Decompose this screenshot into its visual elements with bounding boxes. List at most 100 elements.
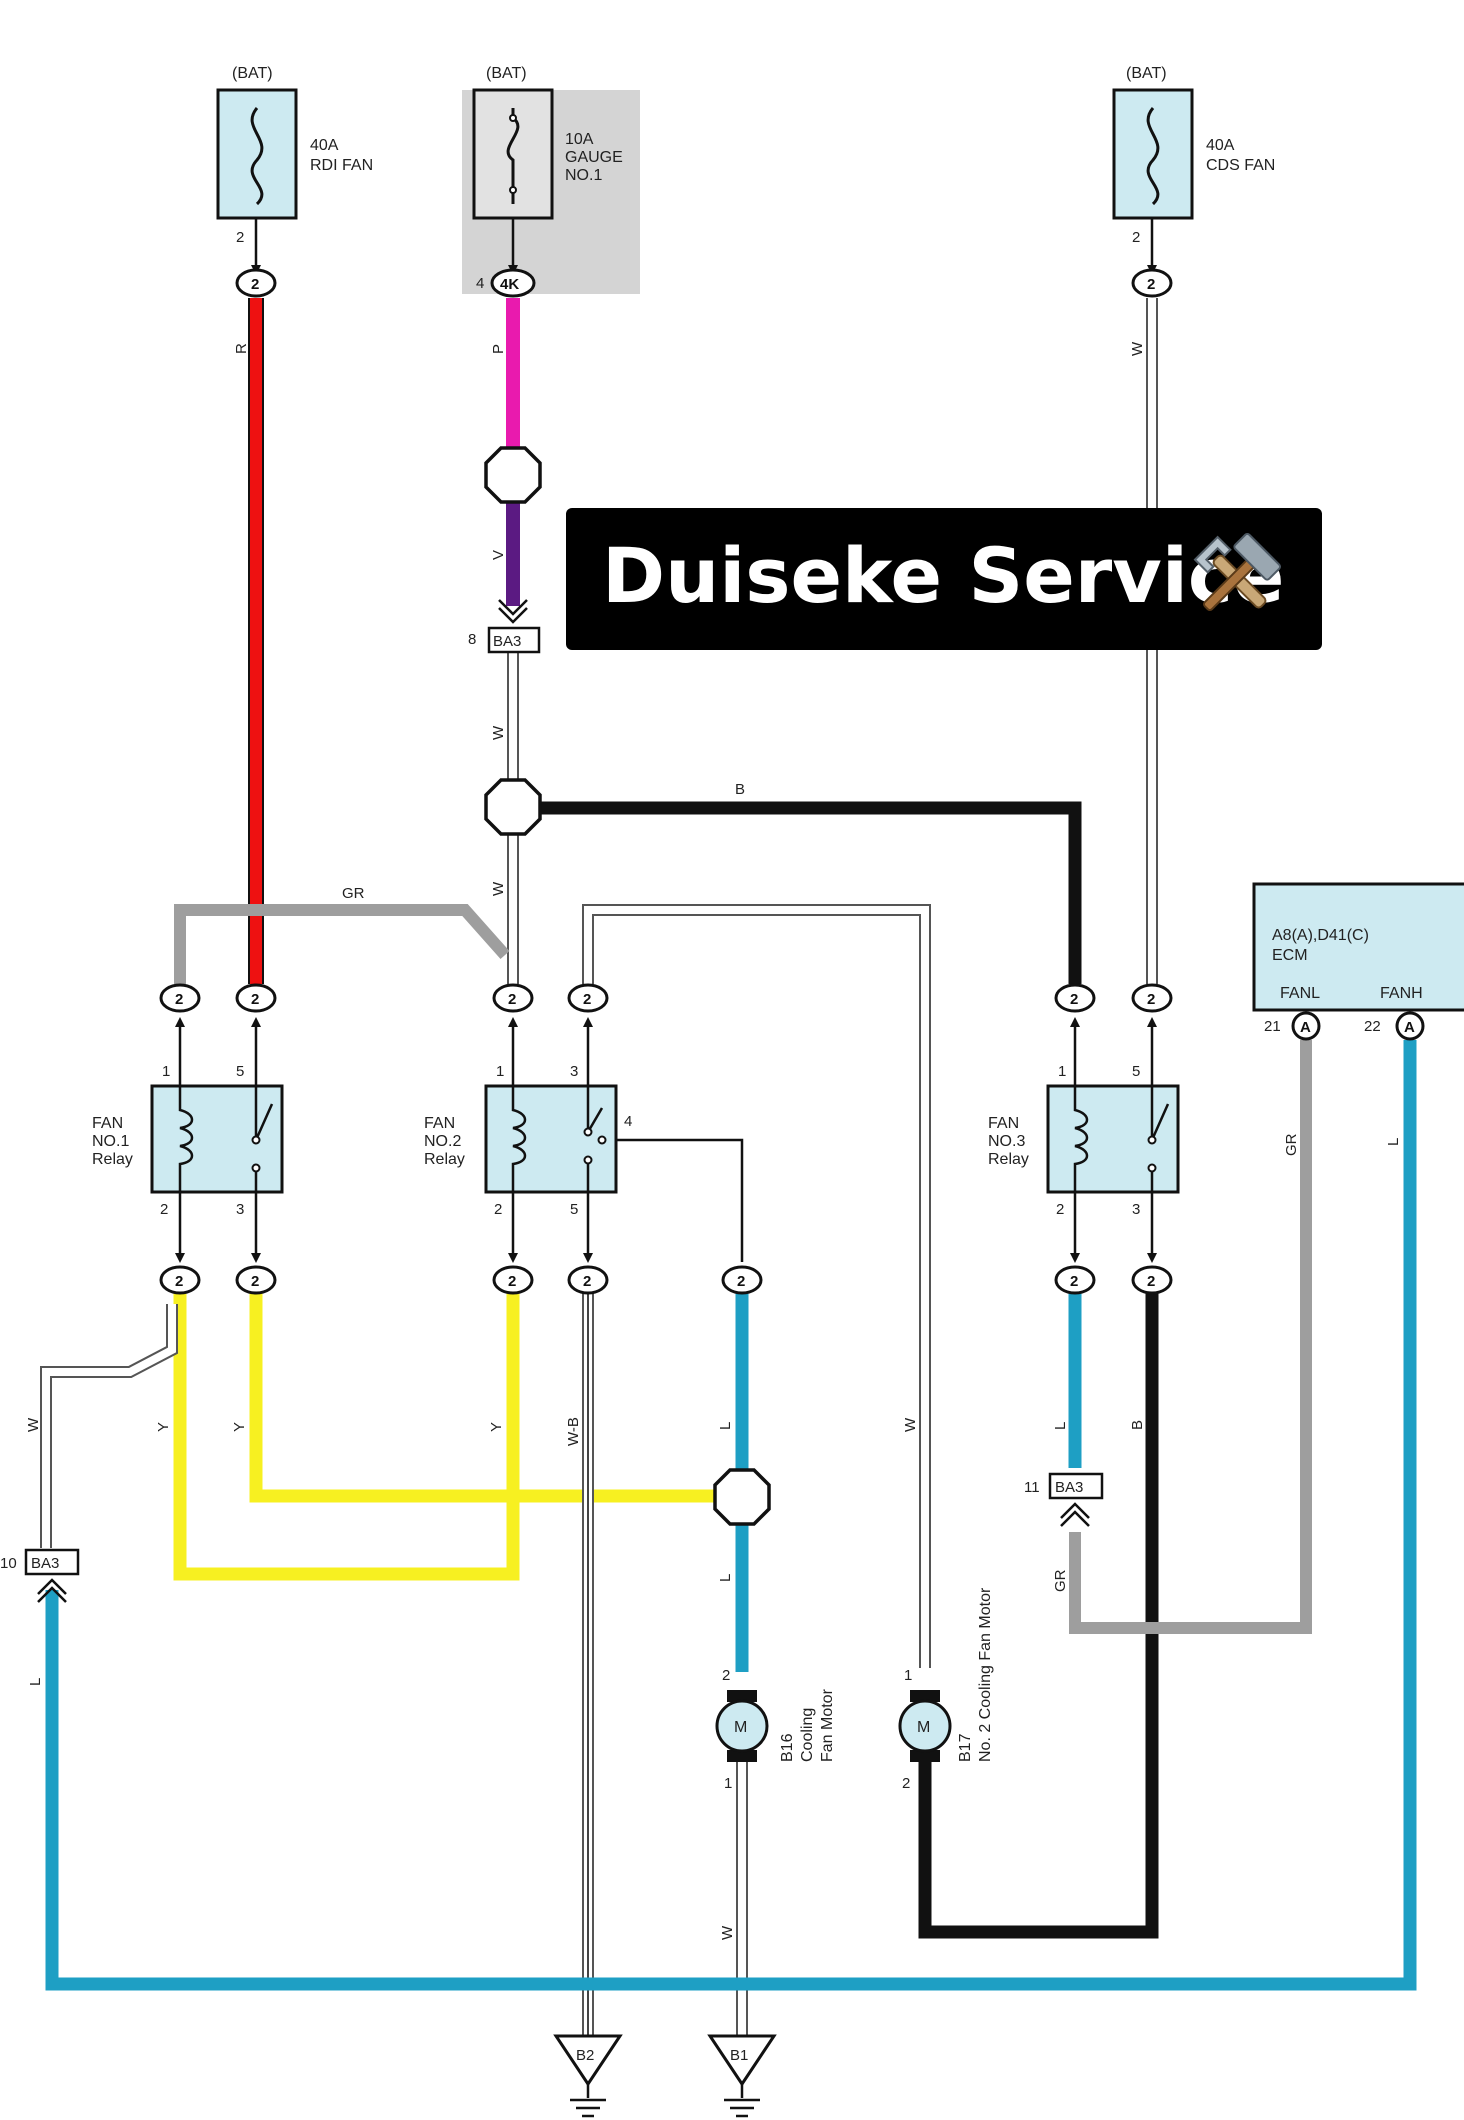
relay2-label-line2: NO.2 [424,1133,461,1150]
wire-label-w: W [902,1417,919,1432]
b16-cooling-fan-motor: M 2 1 B16 Cooling Fan Motor [715,1667,836,1792]
b16-label-line1: Cooling [799,1708,816,1762]
relay1-label-line1: FAN [92,1115,123,1132]
fuse-rdi-fan: (BAT) 40A RDI FAN 2 [216,65,373,275]
fuse-rdi-name: RDI FAN [310,157,373,174]
b17-no2-cooling-fan-motor: M 1 2 B17 No. 2 Cooling Fan Motor [898,1587,994,1792]
svg-text:2: 2 [1147,1273,1155,1290]
svg-text:5: 5 [570,1201,578,1218]
wire-label-v: V [490,550,507,560]
svg-text:2: 2 [251,276,259,293]
fuse-gauge-name-line2: NO.1 [565,167,602,184]
fan-no2-relay: FAN NO.2 Relay 1 3 2 5 4 [424,1063,632,1218]
connector-oval: 2 [159,983,201,1013]
wire-label-gr: GR [1283,1133,1300,1156]
svg-text:A: A [1300,1019,1311,1036]
fan-no3-relay: FAN NO.3 Relay 1 5 2 3 [988,1063,1180,1218]
relay2-label-line3: Relay [424,1151,465,1168]
wire-label-y: Y [155,1422,172,1432]
wire-label-b: B [735,781,745,798]
fan-no1-relay: FAN NO.1 Relay 1 5 2 3 [92,1063,284,1218]
fuse-gauge-name-line1: GAUGE [565,149,623,166]
svg-text:2: 2 [175,1273,183,1290]
svg-text:11: 11 [1024,1479,1040,1496]
relay2-label-line1: FAN [424,1115,455,1132]
fuse-gauge-source: (BAT) [486,65,527,82]
svg-text:M: M [734,1719,747,1736]
relay-top-arrows [175,1017,1157,1086]
ba3-connector-8: BA3 8 [468,599,541,654]
fuse-rdi-pin: 2 [236,229,244,246]
ground-b1: B1 [707,2034,777,2118]
connector-oval: 2 [1131,983,1173,1013]
b16-label-line2: Fan Motor [819,1688,836,1762]
connector-oval: 2 [1054,983,1096,1013]
wire-label-y: Y [231,1422,248,1432]
connector-oval: 2 [492,1265,534,1295]
ecm-box: A8(A),D41(C) ECM FANL FANH A A 21 22 [1252,882,1464,1041]
wire-label-w: W [25,1417,42,1432]
wire-label-r: R [233,343,250,354]
banner-text: Duiseke Service [602,531,1285,620]
wire-white-w-left [40,1304,178,1548]
connector-oval: 2 [159,1265,201,1295]
fuse-cds-fan: (BAT) 40A CDS FAN 2 [1112,65,1275,275]
ground-b2: B2 [553,2034,623,2118]
relay1-label-line3: Relay [92,1151,133,1168]
connector-oval: 2 [235,268,277,298]
svg-text:1: 1 [1058,1063,1066,1080]
svg-text:A: A [1404,1019,1415,1036]
watermark-banner: Duiseke Service [566,508,1322,650]
splice-pv [484,446,542,504]
svg-text:M: M [917,1719,930,1736]
wire-label-gr: GR [1052,1569,1069,1592]
svg-text:2: 2 [160,1201,168,1218]
svg-text:3: 3 [570,1063,578,1080]
wire-label-l: L [27,1678,44,1686]
ecm-fanl-label: FANL [1280,985,1320,1002]
svg-text:B2: B2 [576,2047,594,2064]
connector-oval: 2 [492,983,534,1013]
ecm-line1: A8(A),D41(C) [1272,927,1369,944]
svg-text:4K: 4K [500,276,519,293]
connector-oval: 2 [235,1265,277,1295]
wire-label-gr: GR [342,885,365,902]
ba3-connector-11: BA3 11 [1024,1472,1104,1527]
connector-oval: 2 [235,983,277,1013]
svg-text:BA3: BA3 [31,1555,59,1572]
fuse-cds-rating: 40A [1206,137,1235,154]
svg-text:2: 2 [251,1273,259,1290]
wire-label-l: L [1385,1138,1402,1146]
fuse-rdi-rating: 40A [310,137,339,154]
fuse-cds-pin: 2 [1132,229,1140,246]
splices [484,446,771,1526]
svg-text:2: 2 [251,991,259,1008]
b16-id: B16 [779,1733,796,1762]
wire-label-l: L [717,1422,734,1430]
wire-yellow-y [173,1290,718,1581]
svg-text:1: 1 [496,1063,504,1080]
svg-text:2: 2 [1070,1273,1078,1290]
svg-text:2: 2 [737,1273,745,1290]
svg-text:5: 5 [236,1063,244,1080]
svg-text:3: 3 [1132,1201,1140,1218]
svg-text:2: 2 [1056,1201,1064,1218]
fuse-cds-source: (BAT) [1126,65,1167,82]
connector-oval: 2 [1131,1265,1173,1295]
connector-oval: 2 [567,983,609,1013]
wire-label-w: W [490,725,507,740]
wire-black-b-top [538,801,1082,984]
svg-text:8: 8 [468,631,476,648]
svg-text:1: 1 [724,1775,732,1792]
fuse-cds-name: CDS FAN [1206,157,1275,174]
b17-label: No. 2 Cooling Fan Motor [977,1587,994,1762]
ba3-connector-10: BA3 10 [0,1548,80,1603]
svg-text:2: 2 [175,991,183,1008]
connectors: 2 4K 2 2 2 2 2 2 2 2 2 2 2 2 2 2 [159,268,1173,1295]
svg-text:B1: B1 [730,2047,748,2064]
connector-oval: 2 [721,1265,763,1295]
wire-labels: R P V W W W B GR W Y Y Y W-B L L W L B G… [25,341,1402,1940]
svg-text:2: 2 [583,991,591,1008]
wire-black-b-bottom [918,1290,1159,1939]
